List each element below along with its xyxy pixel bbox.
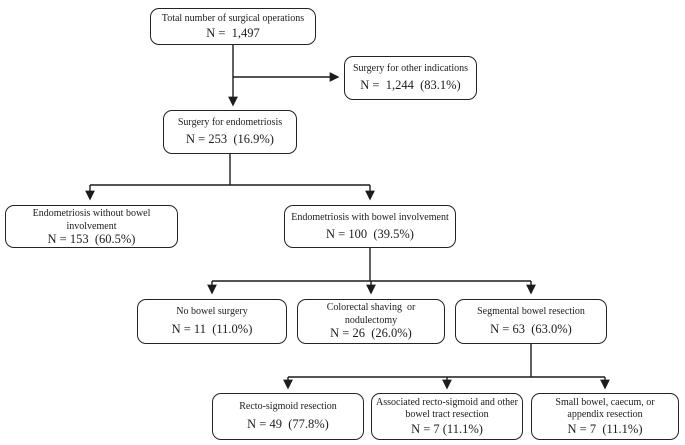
node-with-bowel-involvement: Endometriosis with bowel involvement N =… bbox=[284, 205, 456, 248]
node-no-bowel-surgery: No bowel surgery N = 11 (11.0%) bbox=[137, 299, 287, 344]
node-label: Surgery for other indications bbox=[352, 62, 469, 74]
node-value: N = 7 (11.1%) bbox=[567, 421, 643, 436]
node-segmental-resection: Segmental bowel resection N = 63 (63.0%) bbox=[455, 299, 607, 344]
node-value: N = 26 (26.0%) bbox=[330, 326, 412, 341]
node-value: N = 7 (11.1%) bbox=[411, 421, 483, 436]
node-label: Endometriosis without bowel involvement bbox=[32, 208, 153, 232]
node-recto-sigmoid-resection: Recto-sigmoid resection N = 49 (77.8%) bbox=[212, 393, 364, 440]
node-associated-resection: Associated recto-sigmoid and other bowel… bbox=[371, 393, 523, 440]
node-without-bowel-involvement: Endometriosis without bowel involvement … bbox=[5, 205, 178, 248]
node-value: N = 153 (60.5%) bbox=[47, 232, 136, 246]
node-value: N = 49 (77.8%) bbox=[247, 417, 329, 432]
node-value: N = 1,497 bbox=[206, 25, 260, 40]
node-label: Small bowel, caecum, or appendix resecti… bbox=[555, 396, 658, 421]
node-label: Endometriosis with bowel involvement bbox=[291, 211, 449, 223]
node-value: N = 100 (39.5%) bbox=[326, 226, 414, 241]
node-colorectal-shaving: Colorectal shaving or nodulectomy N = 26… bbox=[297, 299, 445, 344]
node-value: N = 11 (11.0%) bbox=[171, 322, 253, 336]
node-label: No bowel surgery bbox=[176, 306, 248, 318]
node-label: Colorectal shaving or nodulectomy bbox=[326, 302, 418, 326]
node-label: Total number of surgical operations bbox=[161, 12, 305, 24]
node-value: N = 63 (63.0%) bbox=[490, 322, 572, 336]
node-label: Surgery for endometriosis bbox=[177, 116, 283, 128]
node-small-bowel-resection: Small bowel, caecum, or appendix resecti… bbox=[531, 393, 679, 440]
node-value: N = 1,244 (83.1%) bbox=[360, 78, 461, 93]
node-label: Recto-sigmoid resection bbox=[239, 400, 337, 412]
node-value: N = 253 (16.9%) bbox=[186, 132, 274, 147]
node-label: Associated recto-sigmoid and other bowel… bbox=[376, 396, 521, 421]
node-other-indications: Surgery for other indications N = 1,244 … bbox=[344, 56, 477, 100]
node-total-operations: Total number of surgical operations N = … bbox=[150, 8, 316, 45]
node-endometriosis-surgery: Surgery for endometriosis N = 253 (16.9%… bbox=[163, 110, 297, 154]
node-label: Segmental bowel resection bbox=[477, 306, 585, 318]
